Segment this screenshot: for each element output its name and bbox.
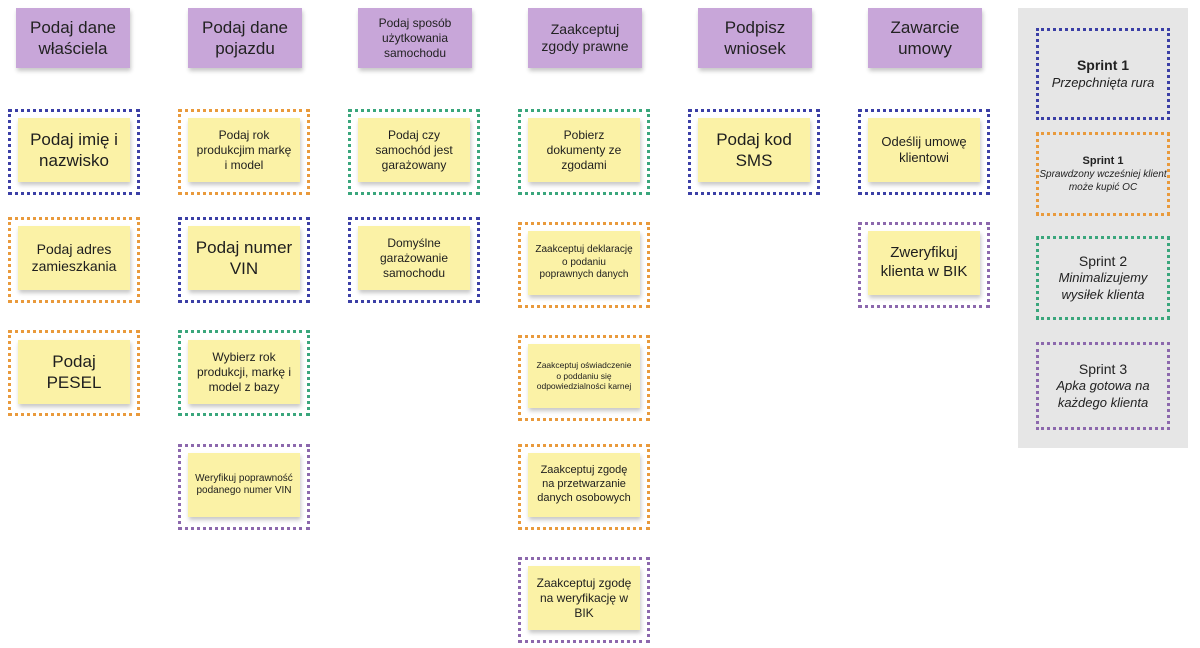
legend-item-sprint-1-blue: Sprint 1 Przepchnięta rura xyxy=(1036,28,1170,120)
sticky-note-text: Podaj rok produkcjim markę i model xyxy=(196,127,292,172)
column-header-label: Zaakceptuj zgody prawne xyxy=(541,20,629,55)
sticky-note-text: Wybierz rok produkcji, markę i model z b… xyxy=(196,349,292,394)
sprint-frame-blue xyxy=(348,217,480,303)
sticky-note: Podaj numer VIN xyxy=(188,226,300,290)
legend-subtitle: Przepchnięta rura xyxy=(1051,74,1155,90)
sprint-frame-orange xyxy=(8,217,140,303)
column-header-label: Podpisz wniosek xyxy=(724,17,786,58)
sprint-frame-purple xyxy=(518,557,650,643)
legend-item-sprint-1-orange: Sprint 1 Sprawdzony wcześniej klient moż… xyxy=(1036,132,1170,216)
sprint-frame-orange xyxy=(518,335,650,421)
sticky-note: Pobierz dokumenty ze zgodami xyxy=(528,118,640,182)
sticky-note-text: Zaakceptuj deklarację o podaniu poprawny… xyxy=(535,244,633,281)
column-header-vehicle-usage: Podaj sposób użytkowania samochodu xyxy=(358,8,472,68)
sticky-note: Podaj kod SMS xyxy=(698,118,810,182)
sticky-note-text: Podaj PESEL xyxy=(46,351,102,392)
sticky-note-text: Weryfikuj poprawność podanego numer VIN xyxy=(195,472,293,497)
sticky-note-text: Domyślne garażowanie samochodu xyxy=(379,235,449,280)
column-header-label: Podaj sposób użytkowania samochodu xyxy=(378,15,452,60)
sprint-frame-purple xyxy=(858,222,990,308)
sticky-note: Zaakceptuj deklarację o podaniu poprawny… xyxy=(528,231,640,295)
sprint-frame-orange xyxy=(8,330,140,416)
column-header-label: Podaj dane pojazdu xyxy=(201,17,289,58)
sticky-note: Weryfikuj poprawność podanego numer VIN xyxy=(188,453,300,517)
sticky-note: Podaj czy samochód jest garażowany xyxy=(358,118,470,182)
legend-title: Sprint 2 xyxy=(1078,253,1128,270)
legend-title: Sprint 1 xyxy=(1076,57,1130,74)
sprint-frame-green xyxy=(178,330,310,416)
sprint-frame-purple xyxy=(178,444,310,530)
sticky-note: Zaakceptuj zgodę na weryfikację w BIK xyxy=(528,566,640,630)
sprint-frame-orange xyxy=(518,222,650,308)
legend-item-sprint-2-green: Sprint 2 Minimalizujemy wysiłek klienta xyxy=(1036,236,1170,320)
legend-subtitle: Sprawdzony wcześniej klient może kupić O… xyxy=(1039,169,1167,194)
sprint-frame-blue xyxy=(178,217,310,303)
sprint-frame-orange xyxy=(518,444,650,530)
legend-title: Sprint 3 xyxy=(1078,361,1128,378)
sticky-note-text: Zaakceptuj zgodę na weryfikację w BIK xyxy=(536,575,632,620)
column-header-label: Podaj dane właściela xyxy=(29,17,117,58)
sticky-note: Podaj rok produkcjim markę i model xyxy=(188,118,300,182)
column-header-contract: Zawarcie umowy xyxy=(868,8,982,68)
sprint-frame-green xyxy=(348,109,480,195)
sticky-note-text: Zaakceptuj zgodę na przetwarzanie danych… xyxy=(537,464,631,504)
sticky-note: Podaj PESEL xyxy=(18,340,130,404)
sticky-note-text: Podaj numer VIN xyxy=(195,237,293,278)
sticky-note: Podaj adres zamieszkania xyxy=(18,226,130,290)
sprint-legend: Sprint 1 Przepchnięta rura Sprint 1 Spra… xyxy=(1018,8,1188,448)
column-header-sign-application: Podpisz wniosek xyxy=(698,8,812,68)
sticky-note: Odeślij umowę klientowi xyxy=(868,118,980,182)
sticky-note-text: Odeślij umowę klientowi xyxy=(881,133,967,165)
sticky-note-text: Podaj czy samochód jest garażowany xyxy=(375,127,453,172)
sprint-frame-blue xyxy=(858,109,990,195)
sticky-note-text: Podaj kod SMS xyxy=(716,129,792,170)
sticky-note: Zaakceptuj oświadczenie o poddaniu się o… xyxy=(528,344,640,408)
sticky-note-text: Zweryfikuj klienta w BIK xyxy=(880,244,968,280)
sticky-note: Domyślne garażowanie samochodu xyxy=(358,226,470,290)
legend-title: Sprint 1 xyxy=(1082,154,1124,167)
legend-subtitle: Minimalizujemy wysiłek klienta xyxy=(1058,270,1148,303)
sticky-note: Wybierz rok produkcji, markę i model z b… xyxy=(188,340,300,404)
sprint-frame-orange xyxy=(178,109,310,195)
sticky-note-text: Pobierz dokumenty ze zgodami xyxy=(546,127,622,172)
legend-subtitle: Apka gotowa na każdego klienta xyxy=(1056,378,1150,411)
column-header-label: Zawarcie umowy xyxy=(890,17,960,58)
sprint-frame-green xyxy=(518,109,650,195)
column-header-vehicle-data: Podaj dane pojazdu xyxy=(188,8,302,68)
legend-item-sprint-3-purple: Sprint 3 Apka gotowa na każdego klienta xyxy=(1036,342,1170,430)
sticky-note-text: Podaj adres zamieszkania xyxy=(31,240,117,275)
sticky-note: Zweryfikuj klienta w BIK xyxy=(868,231,980,295)
sprint-frame-blue xyxy=(8,109,140,195)
sprint-frame-blue xyxy=(688,109,820,195)
sticky-note: Zaakceptuj zgodę na przetwarzanie danych… xyxy=(528,453,640,517)
sticky-note-text: Podaj imię i nazwisko xyxy=(30,129,118,170)
sticky-note-text: Zaakceptuj oświadczenie o poddaniu się o… xyxy=(536,360,632,392)
column-header-legal-consents: Zaakceptuj zgody prawne xyxy=(528,8,642,68)
column-header-owner-data: Podaj dane właściela xyxy=(16,8,130,68)
sticky-note: Podaj imię i nazwisko xyxy=(18,118,130,182)
